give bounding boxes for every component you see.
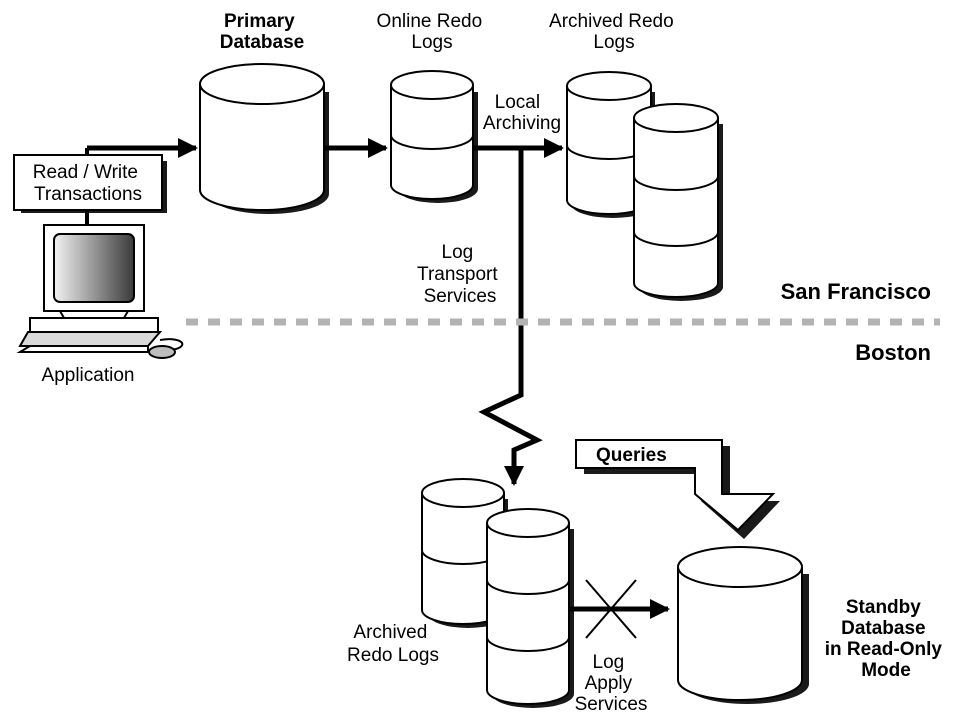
archived-redo-logs-bottom-label: Archived Redo Logs [347, 622, 439, 666]
desktop-computer-icon [16, 210, 184, 359]
log-transport-services-label: Log Transport Services [417, 242, 503, 307]
log-apply-services-label: Log Apply Services [575, 652, 648, 715]
local-archiving-label: Local Archiving [483, 92, 561, 134]
archived-redo-logs-bottom-icon-2 [486, 508, 574, 708]
archived-redo-logs-top-icon-2 [633, 103, 723, 301]
boston-label: Boston [855, 340, 931, 365]
apply-stopped-x-icon [585, 579, 637, 639]
primary-database-label: Primary Database [220, 11, 305, 53]
san-francisco-label: San Francisco [781, 279, 931, 304]
standby-database-label: Standby Database in Read-Only Mode [825, 597, 947, 681]
read-write-transactions-label: Read / Write Transactions [33, 162, 144, 205]
standby-database-icon [677, 546, 809, 704]
archived-redo-logs-top-label: Archived Redo Logs [549, 11, 679, 53]
online-redo-logs-label: Online Redo Logs [377, 11, 488, 53]
queries-arrow [575, 439, 780, 539]
application-label: Application [42, 365, 135, 386]
online-redo-logs-icon [390, 70, 478, 203]
log-transport-line [478, 148, 543, 475]
queries-label: Queries [596, 445, 667, 466]
primary-database-icon [199, 63, 329, 214]
read-write-transactions-box [13, 154, 167, 213]
